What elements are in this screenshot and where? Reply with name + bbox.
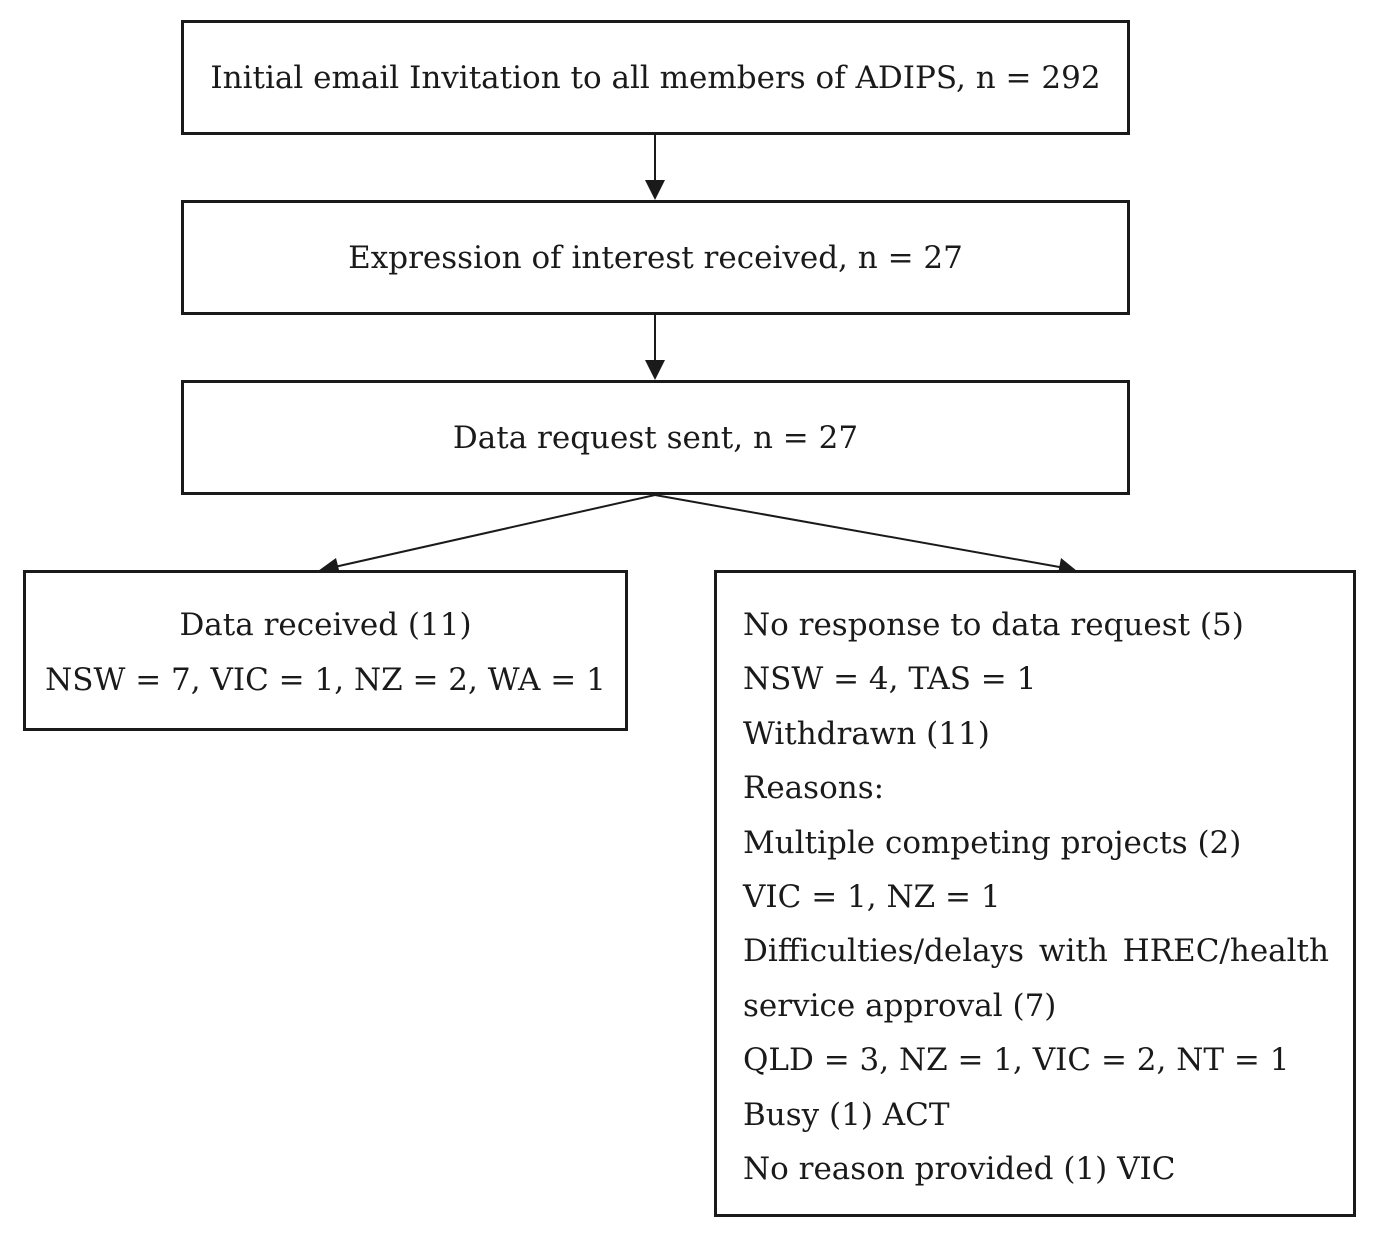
no-response-line: No response to data request (5)	[743, 607, 1244, 643]
no-response-line: NSW = 4, TAS = 1	[743, 661, 1037, 698]
data-request-box: Data request sent, n = 27	[181, 380, 1130, 495]
arrow-request-to-noresponse	[654, 494, 1066, 569]
no-response-line: Busy (1) ACT	[743, 1096, 950, 1133]
arrow-request-to-received	[329, 494, 656, 569]
invitation-text: Initial email Invitation to all members …	[210, 59, 1101, 96]
no-response-line: No reason provided (1) VIC	[743, 1151, 1176, 1188]
no-response-withdrawn-box: No response to data request (5) NSW = 4,…	[714, 570, 1356, 1217]
no-response-line: VIC = 1, NZ = 1	[743, 879, 1001, 916]
arrowhead-invite-to-interest	[645, 180, 665, 200]
no-response-line: Multiple competing projects (2)	[743, 824, 1242, 861]
no-response-line: service approval (7)	[743, 987, 1057, 1024]
invitation-box: Initial email Invitation to all members …	[181, 20, 1130, 135]
arrowhead-interest-to-request	[645, 360, 665, 380]
data-received-detail: NSW = 7, VIC = 1, NZ = 2, WA = 1	[45, 661, 606, 698]
no-response-line: Withdrawn (11)	[743, 715, 990, 752]
expression-of-interest-box: Expression of interest received, n = 27	[181, 200, 1130, 315]
no-response-line: Difficulties/delays with HREC/health	[743, 933, 1329, 970]
data-received-title: Data received (11)	[179, 607, 472, 644]
no-response-line: Reasons:	[743, 770, 885, 807]
data-request-text: Data request sent, n = 27	[452, 419, 859, 456]
data-received-box: Data received (11) NSW = 7, VIC = 1, NZ …	[23, 570, 628, 731]
expression-of-interest-text: Expression of interest received, n = 27	[348, 239, 963, 276]
no-response-line: QLD = 3, NZ = 1, VIC = 2, NT = 1	[743, 1042, 1290, 1079]
